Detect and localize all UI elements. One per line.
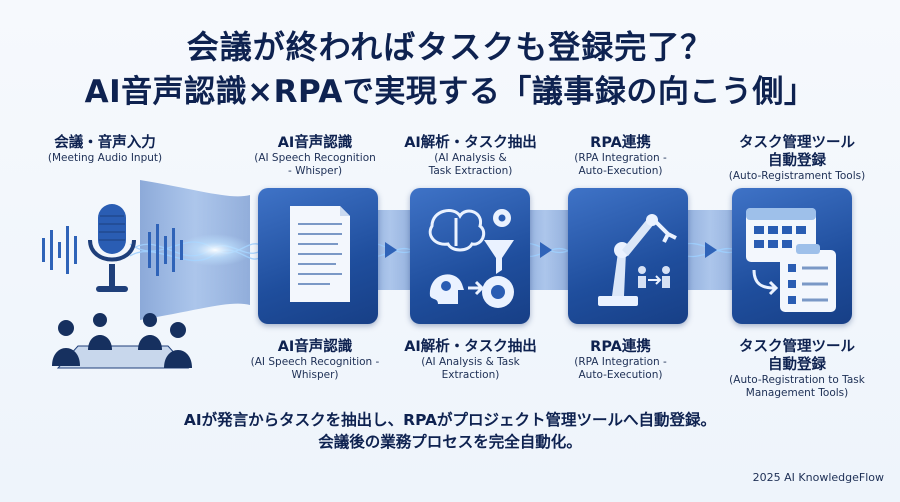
step-label-meeting-en: (Meeting Audio Input) (47, 152, 163, 164)
gear-icon (493, 209, 511, 227)
bottom-label-speech-jp: AI音声認識 (277, 339, 353, 355)
bottom-label-speech: AI音声認識 (AI Speech Recognition - Whisper) (240, 338, 390, 382)
step-label-analysis-en2: Task Extraction) (428, 165, 513, 177)
title-line-2: AI音声認識×RPAで実現する「議事録の向こう側」 (84, 74, 816, 110)
step-label-analysis-en1: (AI Analysis & (434, 152, 507, 164)
bottom-label-task-tools-en1: (Auto-Registration to Task (729, 374, 865, 386)
step-label-rpa-en2: Auto-Execution) (578, 165, 663, 177)
bottom-label-rpa-jp: RPA連携 (590, 339, 651, 355)
bottom-label-analysis-en2: Extraction) (441, 369, 500, 381)
wave-glow (177, 234, 253, 266)
step-label-speech-en2: - Whisper) (287, 165, 343, 177)
step-box-analysis (410, 188, 530, 324)
bottom-label-analysis-en1: (AI Analysis & Task (421, 356, 520, 368)
bottom-label-task-tools-en2: Management Tools) (745, 387, 849, 399)
step-label-speech-en1: (AI Speech Recognition (254, 152, 376, 164)
title-line-1: 会議が終わればタスクも登録完了？ (186, 28, 714, 66)
filter-icon (484, 240, 514, 274)
step-label-speech-jp: AI音声認識 (277, 135, 353, 151)
head-gear-icon (429, 274, 464, 304)
meeting-people-icon (52, 313, 192, 369)
step-label-analysis: AI解析・タスク抽出 (AI Analysis & Task Extractio… (393, 134, 548, 178)
step-label-analysis-jp: AI解析・タスク抽出 (404, 135, 537, 151)
robot-arm-icon (598, 214, 677, 306)
bottom-label-speech-en1: (AI Speech Recognition - (250, 356, 380, 368)
step-box-speech (258, 188, 378, 324)
bottom-label-task-tools: タスク管理ツール 自動登録 (Auto-Registration to Task… (712, 338, 882, 400)
step-label-task-tools-jp1: タスク管理ツール (739, 135, 855, 151)
bottom-label-speech-en2: Whisper) (291, 369, 339, 381)
footer-credit: 2025 AI KnowledgeFlow (752, 471, 884, 484)
step-label-meeting-jp: 会議・音声入力 (54, 135, 156, 151)
step-label-rpa-en1: (RPA Integration - (574, 152, 667, 164)
gear-large-icon (482, 276, 514, 308)
bottom-label-task-tools-jp2: 自動登録 (768, 357, 826, 373)
step-label-rpa: RPA連携 (RPA Integration - Auto-Execution) (548, 134, 693, 178)
step-label-meeting: 会議・音声入力 (Meeting Audio Input) (30, 134, 180, 165)
checklist-icon (780, 244, 836, 312)
bottom-label-rpa: RPA連携 (RPA Integration - Auto-Execution) (548, 338, 693, 382)
brain-icon (428, 209, 486, 252)
equalizer-bars (42, 224, 183, 276)
caption-line-2: 会議後の業務プロセスを完全自動化。 (318, 433, 582, 451)
step-label-rpa-jp: RPA連携 (590, 135, 651, 151)
bottom-label-analysis: AI解析・タスク抽出 (AI Analysis & Task Extractio… (393, 338, 548, 382)
bottom-label-task-tools-jp1: タスク管理ツール (739, 339, 855, 355)
arrow-right-icon (385, 242, 717, 258)
microphone-icon (88, 204, 136, 292)
step-label-speech: AI音声認識 (AI Speech Recognition - Whisper) (240, 134, 390, 178)
step-box-task-tools (732, 188, 852, 324)
bottom-label-rpa-en1: (RPA Integration - (574, 356, 667, 368)
bottom-label-rpa-en2: Auto-Execution) (578, 369, 663, 381)
step-label-task-tools-jp2: 自動登録 (768, 153, 826, 169)
step-box-rpa (568, 188, 688, 324)
caption-line-1: AIが発言からタスクを抽出し、RPAがプロジェクト管理ツールへ自動登録。 (183, 411, 717, 429)
step-label-task-tools-en: (Auto-Registrament Tools) (728, 170, 866, 182)
document-icon (290, 206, 350, 302)
step-label-task-tools: タスク管理ツール 自動登録 (Auto-Registrament Tools) (712, 134, 882, 183)
bottom-label-analysis-jp: AI解析・タスク抽出 (404, 339, 537, 355)
